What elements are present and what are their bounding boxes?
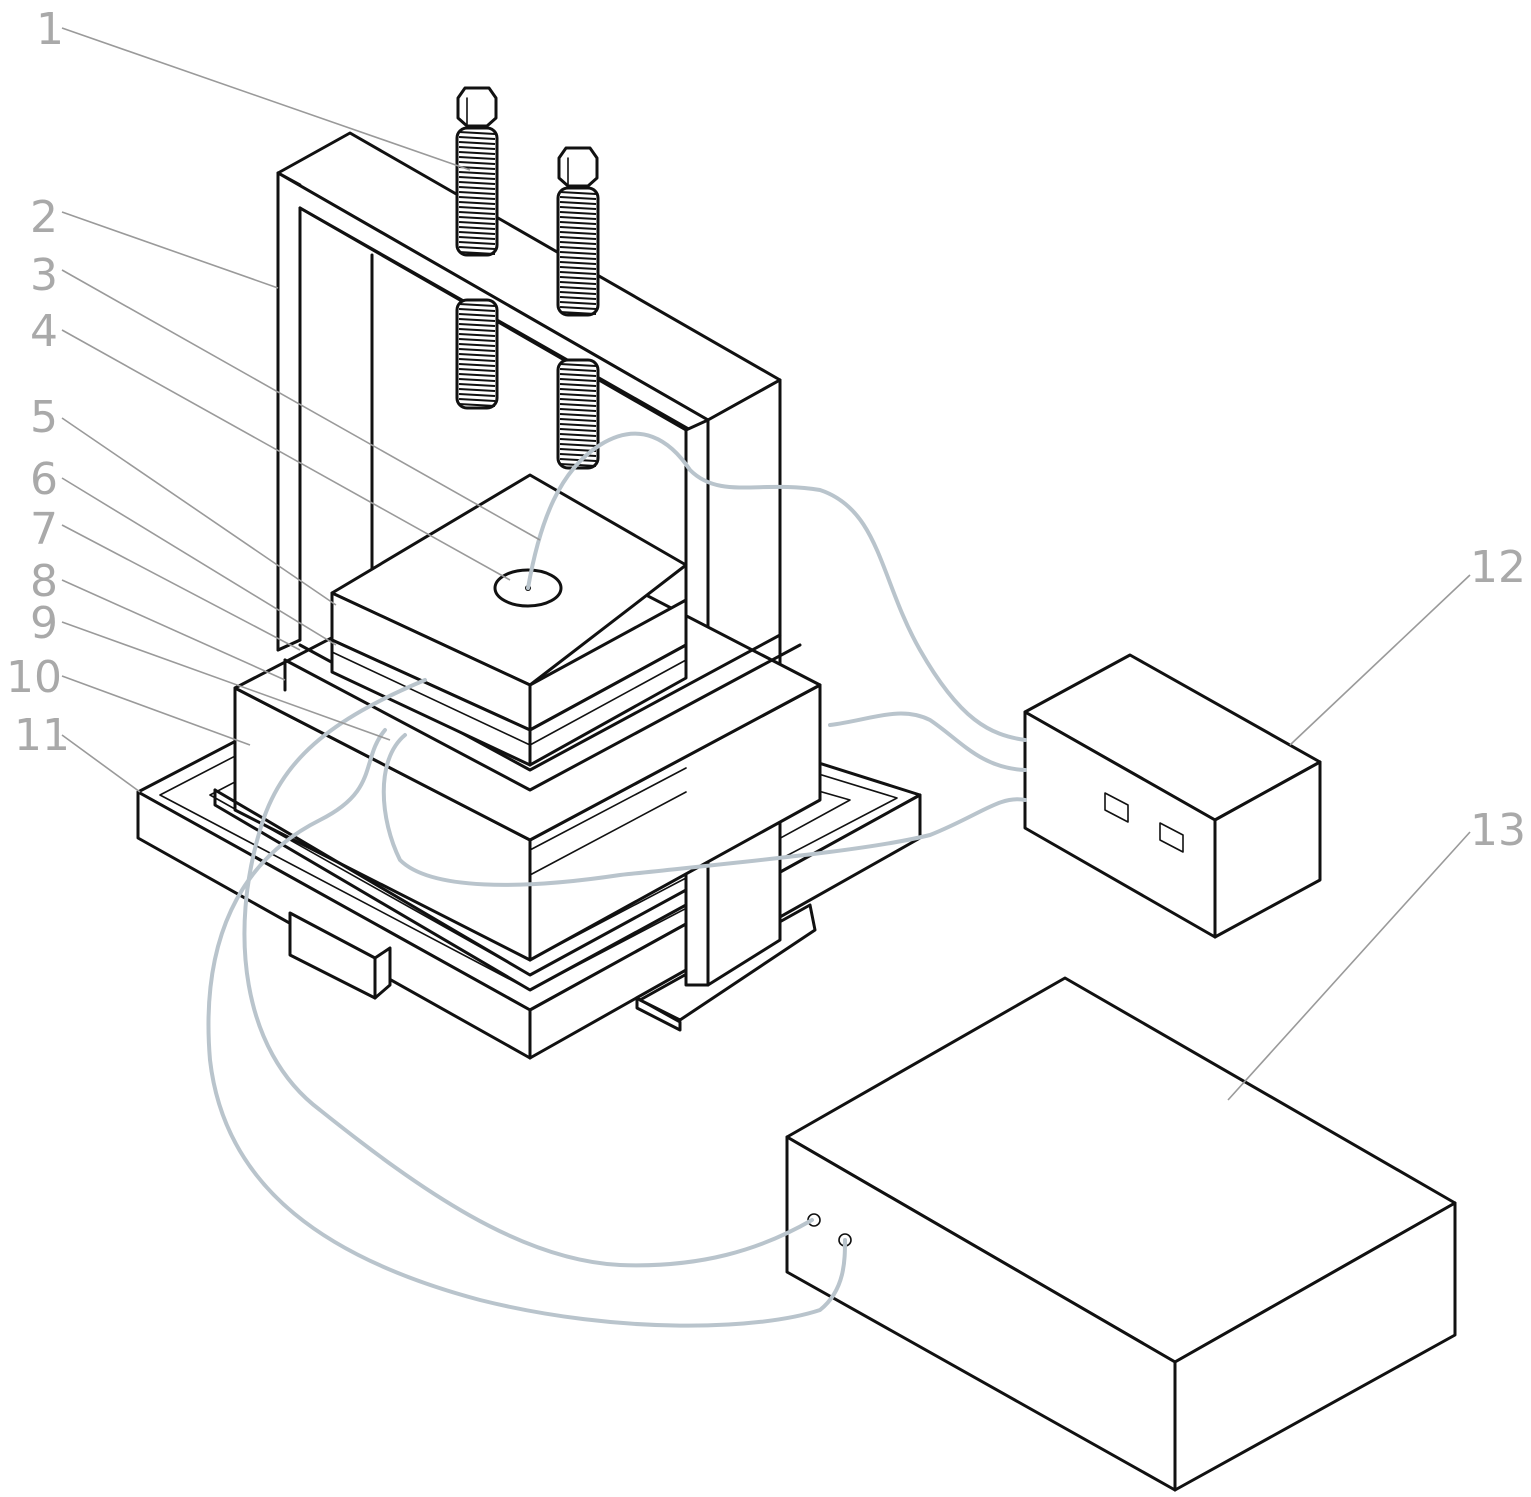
leader-1: [62, 28, 470, 170]
bolt-left: [457, 88, 497, 408]
data-acquisition-box: [787, 978, 1455, 1490]
leader-11: [62, 735, 140, 792]
leader-8: [62, 580, 285, 680]
cable-frame-to-controller: [830, 714, 1025, 770]
leader-2: [62, 212, 278, 288]
callout-2: 2: [30, 192, 58, 243]
callout-4: 4: [30, 306, 58, 357]
callout-11: 11: [14, 710, 70, 761]
callout-3: 3: [30, 250, 58, 301]
callout-5: 5: [30, 392, 58, 443]
callout-1: 1: [36, 4, 64, 55]
leader-7: [62, 525, 300, 650]
bolt-right: [558, 148, 598, 468]
leader-12: [1290, 575, 1470, 745]
callout-12: 12: [1470, 542, 1526, 593]
callout-6: 6: [30, 454, 58, 505]
callout-10: 10: [6, 652, 62, 703]
foot-left-side: [375, 948, 390, 998]
callout-7: 7: [30, 504, 58, 555]
callout-9: 9: [30, 598, 58, 649]
callout-13: 13: [1470, 805, 1526, 856]
frame-top-beam-top: [278, 133, 780, 420]
leader-10: [62, 676, 250, 745]
bolt-right-head: [559, 148, 597, 186]
controller-box: [1025, 655, 1320, 937]
bolt-left-head: [458, 88, 496, 126]
